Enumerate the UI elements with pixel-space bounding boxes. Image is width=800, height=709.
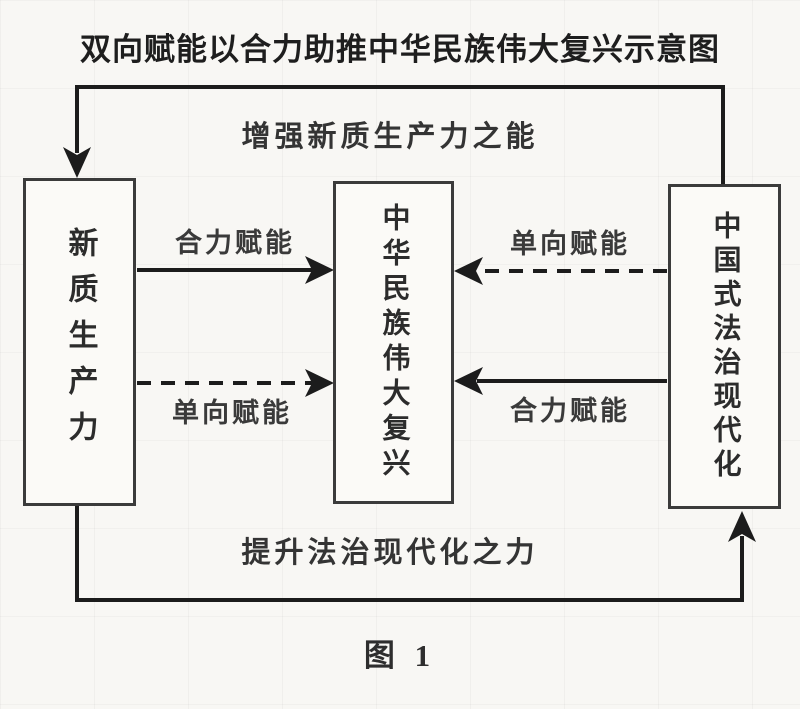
left-dashed-arrow-label: 单向赋能 — [172, 398, 292, 428]
node-label: 中国式法治现代化 — [709, 210, 741, 483]
node-label: 新质生产力 — [63, 227, 97, 457]
right-dashed-arrow-label: 单向赋能 — [510, 229, 630, 259]
node-national-rejuvenation: 中华民族伟大复兴 — [333, 181, 454, 504]
node-label: 中华民族伟大复兴 — [378, 202, 410, 483]
right-dashed-arrowhead-left-icon — [454, 257, 483, 285]
top-loop-arrowhead-down-icon — [63, 147, 91, 178]
right-solid-arrowhead-left-icon — [454, 367, 483, 395]
node-new-productive-forces: 新质生产力 — [23, 178, 136, 506]
figure-caption: 图 1 — [363, 638, 437, 673]
diagram-title: 双向赋能以合力助推中华民族伟大复兴示意图 — [80, 32, 720, 67]
bottom-loop-arrowhead-up-icon — [728, 511, 756, 542]
left-solid-arrow-label: 合力赋能 — [175, 228, 295, 258]
top-loop-label: 增强新质生产力之能 — [241, 121, 539, 153]
right-solid-arrow-label: 合力赋能 — [510, 396, 630, 426]
left-solid-arrowhead-right-icon — [305, 256, 334, 284]
bottom-loop-label: 提升法治现代化之力 — [241, 537, 539, 569]
node-chinese-rule-of-law: 中国式法治现代化 — [668, 184, 781, 509]
